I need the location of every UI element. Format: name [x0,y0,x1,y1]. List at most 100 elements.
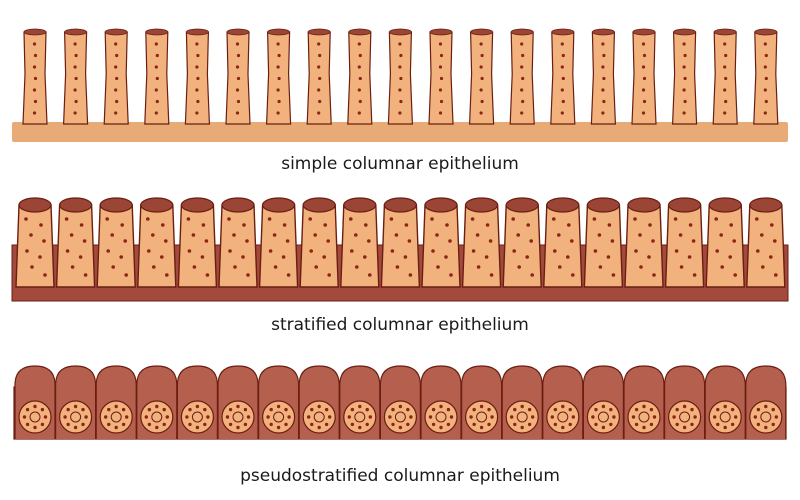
nucleus-dot [236,404,240,409]
cell-apex [429,28,453,36]
nucleus-dot [672,415,676,419]
nucleus-dot [390,249,395,253]
nucleus-dot [24,217,28,221]
nucleus-dot [235,42,240,46]
nucleus-dot [276,425,281,430]
nucleus-dot [428,415,433,419]
nucleus-dot [560,111,564,115]
nucleus-dot [431,422,436,427]
nucleus-dot [30,265,34,269]
nucleus-dot [25,407,30,412]
nucleus-dot [195,65,199,69]
cell-apex [348,28,372,36]
nucleus-dot [204,239,209,243]
cell-body [502,204,542,288]
nucleus-dot [682,404,687,409]
nucleus-dot [66,407,70,412]
nucleus-dot [195,111,199,115]
nucleus-dot [683,53,687,58]
nucleus-dot [365,422,369,427]
nucleus-dot [155,425,159,430]
nucleus-dot [688,223,693,227]
nucleus-dot [648,223,652,227]
nucleus-dot [144,415,148,419]
nucleus-dot [73,88,77,92]
nucleus-dot [638,233,642,237]
nucleus-dot [771,407,775,412]
cell-body [299,204,339,288]
nucleus-dot [444,255,448,259]
nucleus-dot [317,65,321,69]
columnar-cell [421,197,461,288]
nucleus-dot [715,249,719,253]
nucleus-dot [446,422,451,427]
nucleus-center [476,411,488,423]
nucleus-dot [558,265,562,269]
nucleus-dot [633,217,637,221]
nucleus-dot [232,233,236,237]
cell-apex [267,28,291,36]
nucleus-dot [602,99,606,104]
nucleus-dot [269,407,273,412]
cell-apex [708,197,742,213]
nucleus-dot [641,65,646,69]
nucleus-dot [368,273,372,277]
cell-body [746,204,786,288]
nucleus-dot [449,415,454,419]
nucleus-center [760,411,772,423]
nucleus-dot [191,233,196,237]
nucleus-dot [472,407,476,412]
nucleus-dot [154,42,158,46]
nucleus-dot [123,239,127,243]
nucleus-dot [228,407,233,412]
nucleus-dot [313,233,318,237]
nucleus-dot [517,265,521,269]
nucleus-dot [32,65,37,69]
nucleus-dot [430,217,434,221]
nucleus-dot [273,265,278,269]
columnar-cell [298,365,340,439]
nucleus-dot [185,415,189,419]
nucleus-dot [651,239,655,243]
nucleus-dot [431,407,436,412]
nucleus-dot [115,99,119,104]
nucleus-dot [314,265,319,269]
columnar-cell [704,365,746,439]
nucleus-dot [479,404,484,409]
nucleus-dot [520,111,524,115]
nucleus-dot [439,404,443,409]
nucleus-dot [154,111,158,115]
cell-apex [551,28,575,36]
nucleus-dot [611,273,616,277]
nucleus-dot [561,99,565,104]
nucleus-dot [114,88,118,92]
nucleus-dot [235,88,240,92]
nucleus-dot [431,249,435,253]
nucleus-dot [324,407,329,412]
columnar-cell [14,365,56,439]
nucleus-dot [601,425,606,430]
nucleus-dot [714,217,718,221]
nucleus-dot [42,239,46,243]
nucleus-dot [439,53,444,58]
nucleus-dot [602,53,606,58]
nucleus-dot [276,111,280,115]
cell-apex [632,28,656,36]
nucleus-dot [33,76,38,81]
nucleus-dot [115,53,119,58]
nucleus-dot [363,255,367,259]
nucleus-dot [115,76,119,81]
columnar-cell [712,28,738,125]
nucleus-dot [317,88,321,92]
nucleus-dot [692,273,697,277]
nucleus-dot [155,404,159,409]
nucleus-dot [675,407,679,412]
nucleus-dot [358,404,362,409]
columnar-cell [22,28,48,125]
nucleus-dot [206,415,210,419]
columnar-cell [306,28,332,125]
nucleus-dot [631,415,636,419]
nucleus-dot [479,88,483,92]
nucleus-dot [449,273,453,277]
